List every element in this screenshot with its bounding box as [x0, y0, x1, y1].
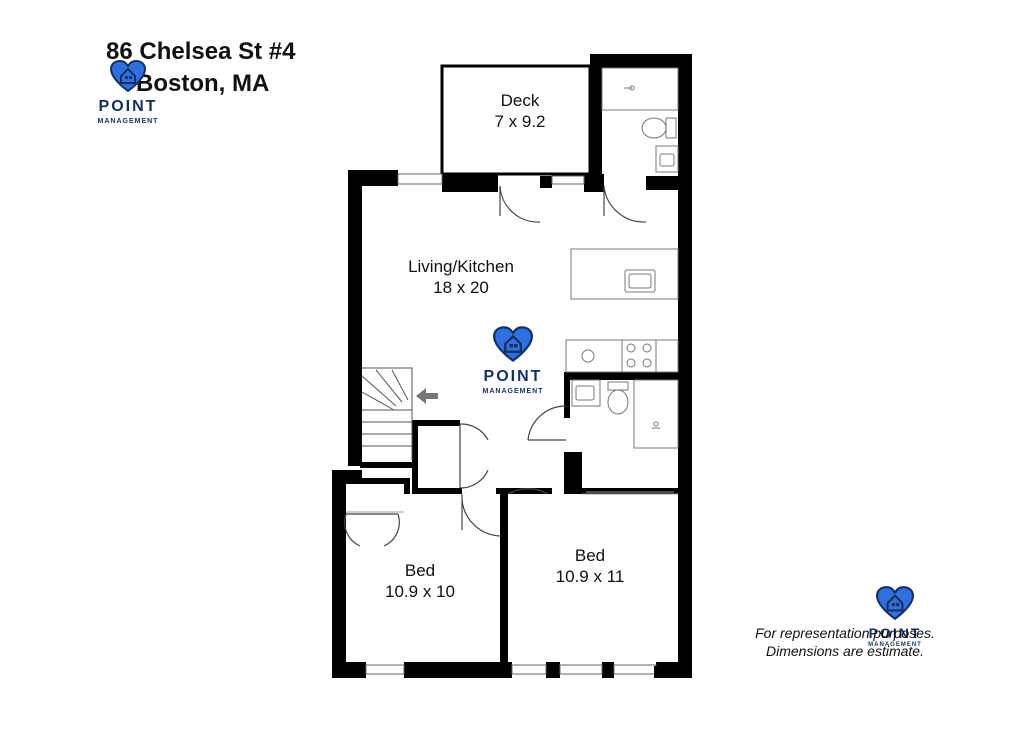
exterior-walls [332, 54, 692, 678]
logo-tagline-text: MANAGEMENT [868, 642, 922, 648]
bathroom-upper-fixtures [601, 67, 679, 173]
logo-brand-text: POINT [483, 368, 543, 385]
stairs [361, 367, 438, 460]
room-label-bed-right: Bed 10.9 x 11 [540, 545, 640, 587]
heart-house-icon [875, 586, 915, 621]
room-label-living-kitchen: Living/Kitchen 18 x 20 [386, 256, 536, 298]
room-label-deck: Deck 7 x 9.2 [470, 90, 570, 132]
logo-brand-text: POINT [868, 625, 922, 641]
room-size: 10.9 x 11 [555, 567, 625, 586]
closet-lines [346, 491, 678, 513]
disclaimer-line-1: For representation purposes. [755, 625, 935, 641]
brand-logo-top: POINT MANAGEMENT [88, 59, 168, 125]
kitchen-fixtures [565, 248, 679, 373]
disclaimer: For representation purposes. Dimensions … [730, 624, 960, 660]
room-name: Living/Kitchen [408, 257, 514, 276]
interior-walls [346, 372, 678, 666]
logo-tagline-text: MANAGEMENT [482, 388, 544, 395]
corner-fixture [654, 666, 678, 678]
room-name: Bed [574, 546, 606, 565]
address-line-2: Boston, MA [136, 70, 270, 97]
room-size: 7 x 9.2 [494, 112, 546, 131]
windows [365, 173, 657, 675]
room-size: 10.9 x 10 [385, 582, 455, 601]
room-size: 18 x 20 [433, 278, 489, 297]
room-name: Bed [404, 561, 436, 580]
heart-house-icon [492, 326, 534, 363]
disclaimer-line-2: Dimensions are estimate. [766, 643, 924, 659]
logo-tagline-text: MANAGEMENT [97, 118, 159, 125]
heart-house-icon [109, 59, 147, 93]
door-swings [344, 185, 647, 547]
brand-logo-center: POINT MANAGEMENT [470, 326, 556, 395]
room-name: Deck [500, 91, 540, 110]
logo-brand-text: POINT [98, 98, 158, 115]
room-label-bed-left: Bed 10.9 x 10 [370, 560, 470, 602]
brand-logo-corner: POINT MANAGEMENT [858, 586, 932, 648]
bathroom-lower-fixtures [571, 379, 679, 449]
deck-outline [440, 64, 592, 176]
